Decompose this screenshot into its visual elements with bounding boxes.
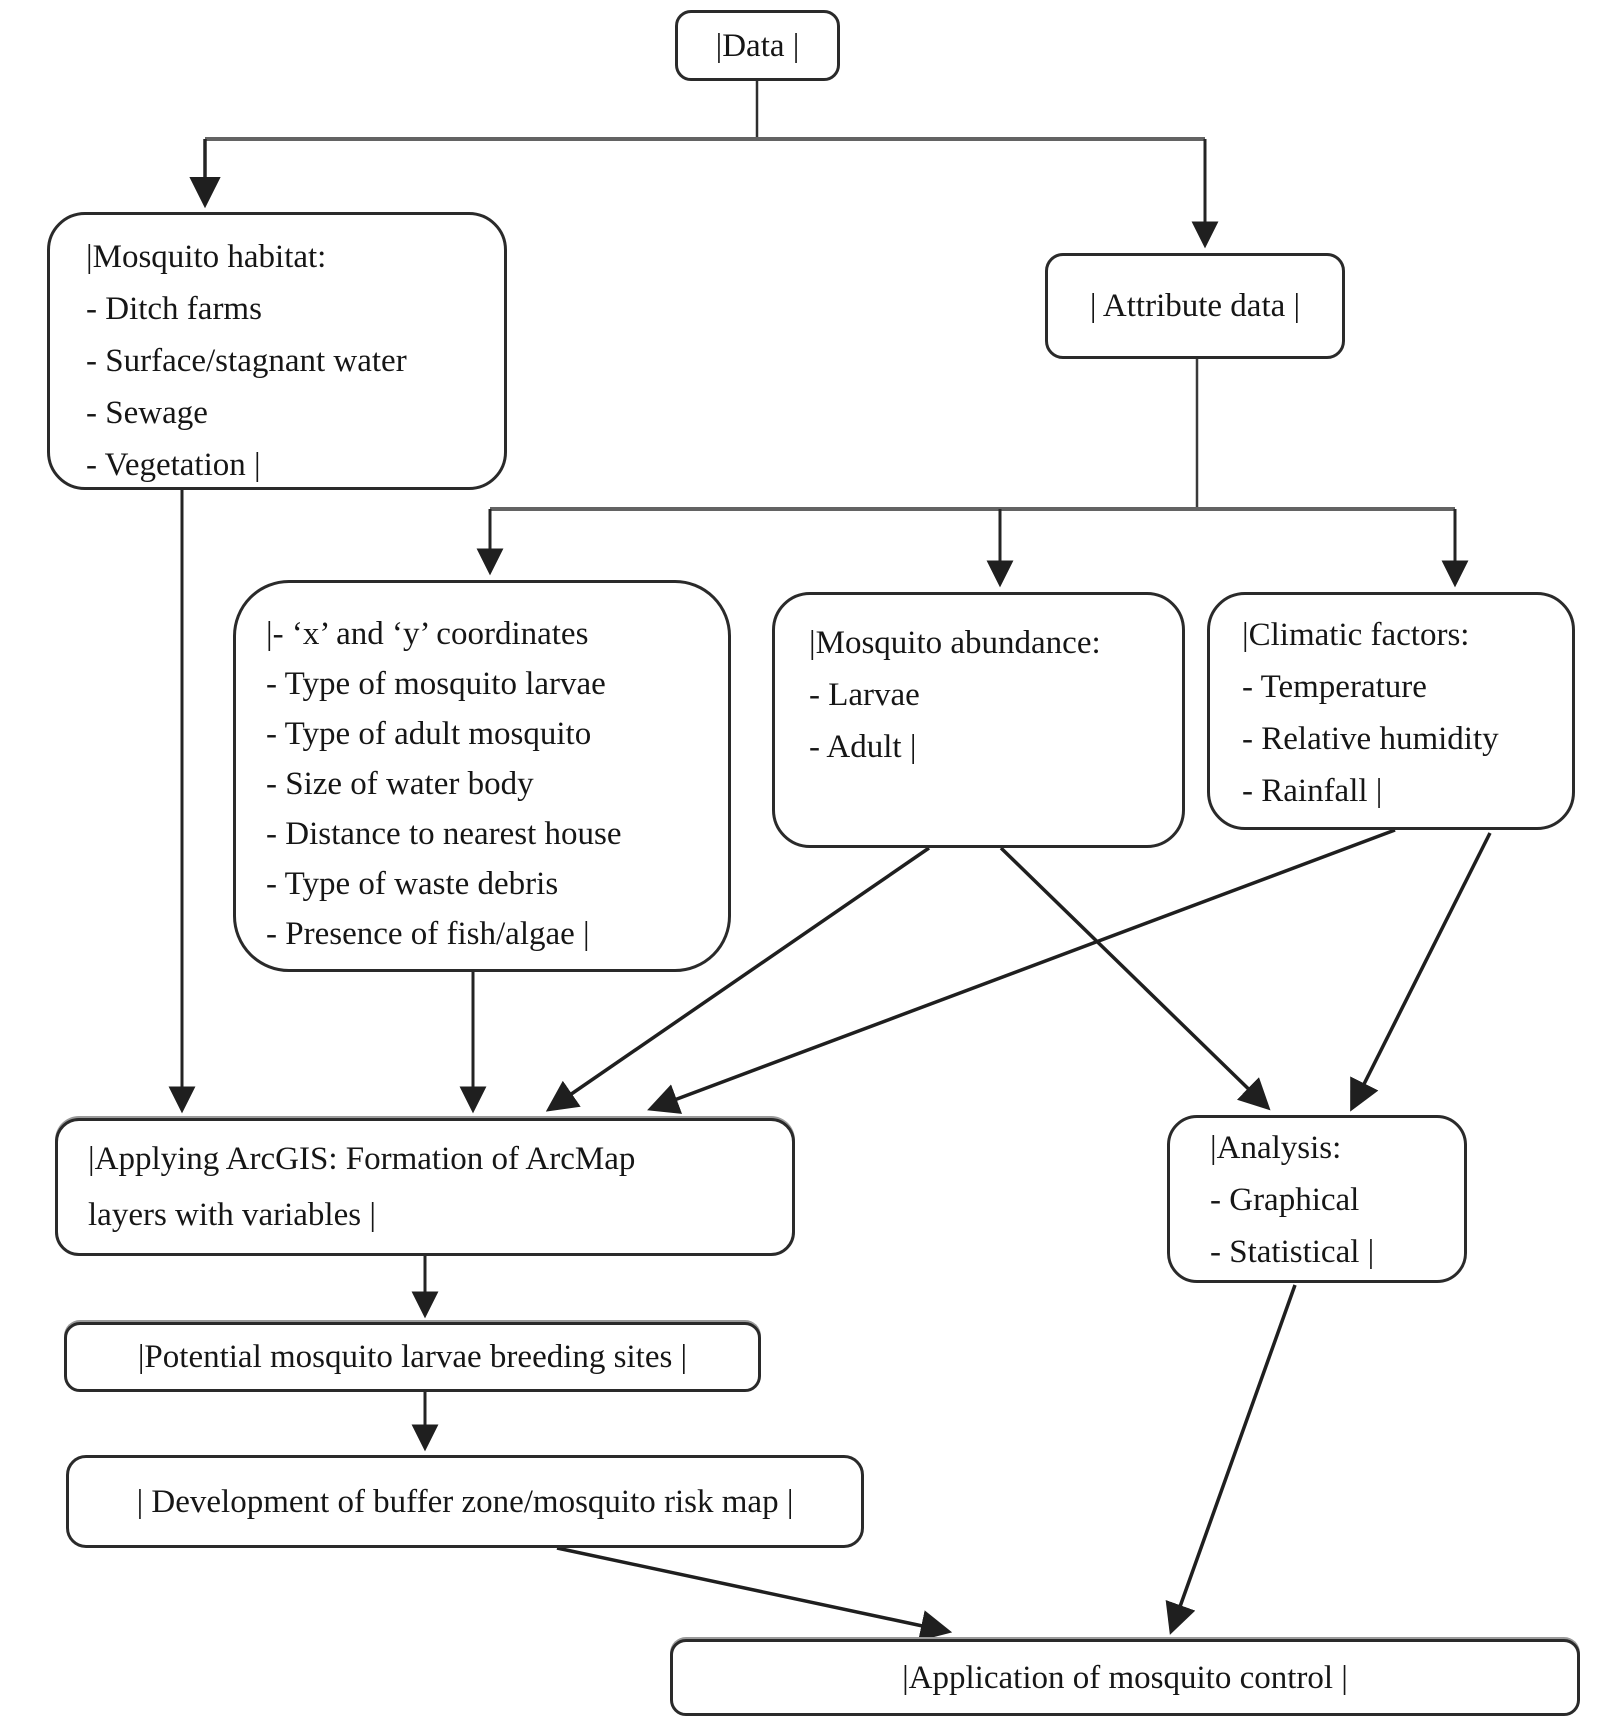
node-analysis: |Analysis: - Graphical - Statistical | [1167,1115,1467,1283]
node-application-label: |Application of mosquito control | [902,1659,1348,1696]
node-line: - Type of waste debris [266,866,559,902]
node-buffer-zone-risk-map: | Development of buffer zone/mosquito ri… [66,1455,864,1548]
node-data-label: |Data | [715,27,800,64]
node-line: - Statistical | [1210,1234,1375,1270]
node-line: - Adult | [809,729,917,765]
node-breeding-label: |Potential mosquito larvae breeding site… [137,1339,688,1375]
node-attribute-data: | Attribute data | [1045,253,1345,359]
node-line: - Distance to nearest house [266,816,622,852]
node-line: layers with variables | [88,1197,376,1233]
edge-climatic-to-analysis [1350,832,1492,1112]
node-arcgis-layers: |Applying ArcGIS: Formation of ArcMap la… [55,1118,795,1256]
node-line: - Temperature [1242,669,1427,705]
node-field-attributes: |- ‘x’ and ‘y’ coordinates - Type of mos… [233,580,731,972]
node-line: |Mosquito habitat: [86,239,327,275]
node-buffer-label: | Development of buffer zone/mosquito ri… [136,1483,794,1520]
node-line: |Climatic factors: [1242,617,1470,653]
node-mosquito-control: |Application of mosquito control | [670,1639,1580,1716]
node-mosquito-abundance: |Mosquito abundance: - Larvae - Adult | [772,592,1185,848]
node-data: |Data | [675,10,840,81]
node-line: - Vegetation | [86,447,261,483]
node-line: - Rainfall | [1242,773,1383,809]
node-line: - Type of adult mosquito [266,716,592,752]
node-line: |- ‘x’ and ‘y’ coordinates [266,616,589,652]
node-mosquito-habitat: |Mosquito habitat: - Ditch farms - Surfa… [47,212,507,490]
node-line: - Larvae [809,677,920,713]
edge-climatic-to-arcgis [647,828,1396,1114]
node-line: - Surface/stagnant water [86,343,407,379]
node-line: - Relative humidity [1242,721,1499,757]
node-line: |Analysis: [1210,1130,1342,1166]
edge-buffer-to-application [556,1546,953,1642]
node-attribute-label: | Attribute data | [1089,288,1301,324]
node-climatic-factors: |Climatic factors: - Temperature - Relat… [1207,592,1575,830]
edge-analysis-to-application [1165,1284,1297,1635]
node-line: |Applying ArcGIS: Formation of ArcMap [88,1141,636,1177]
edge-abundance-to-analysis [999,846,1271,1111]
node-line: - Graphical [1210,1182,1360,1218]
node-line: - Size of water body [266,766,534,802]
node-breeding-sites: |Potential mosquito larvae breeding site… [64,1322,761,1392]
node-line: - Ditch farms [86,291,262,327]
node-line: - Presence of fish/algae | [266,916,590,952]
node-line: - Type of mosquito larvae [266,666,606,702]
node-line: - Sewage [86,395,208,431]
node-line: |Mosquito abundance: [809,625,1101,661]
